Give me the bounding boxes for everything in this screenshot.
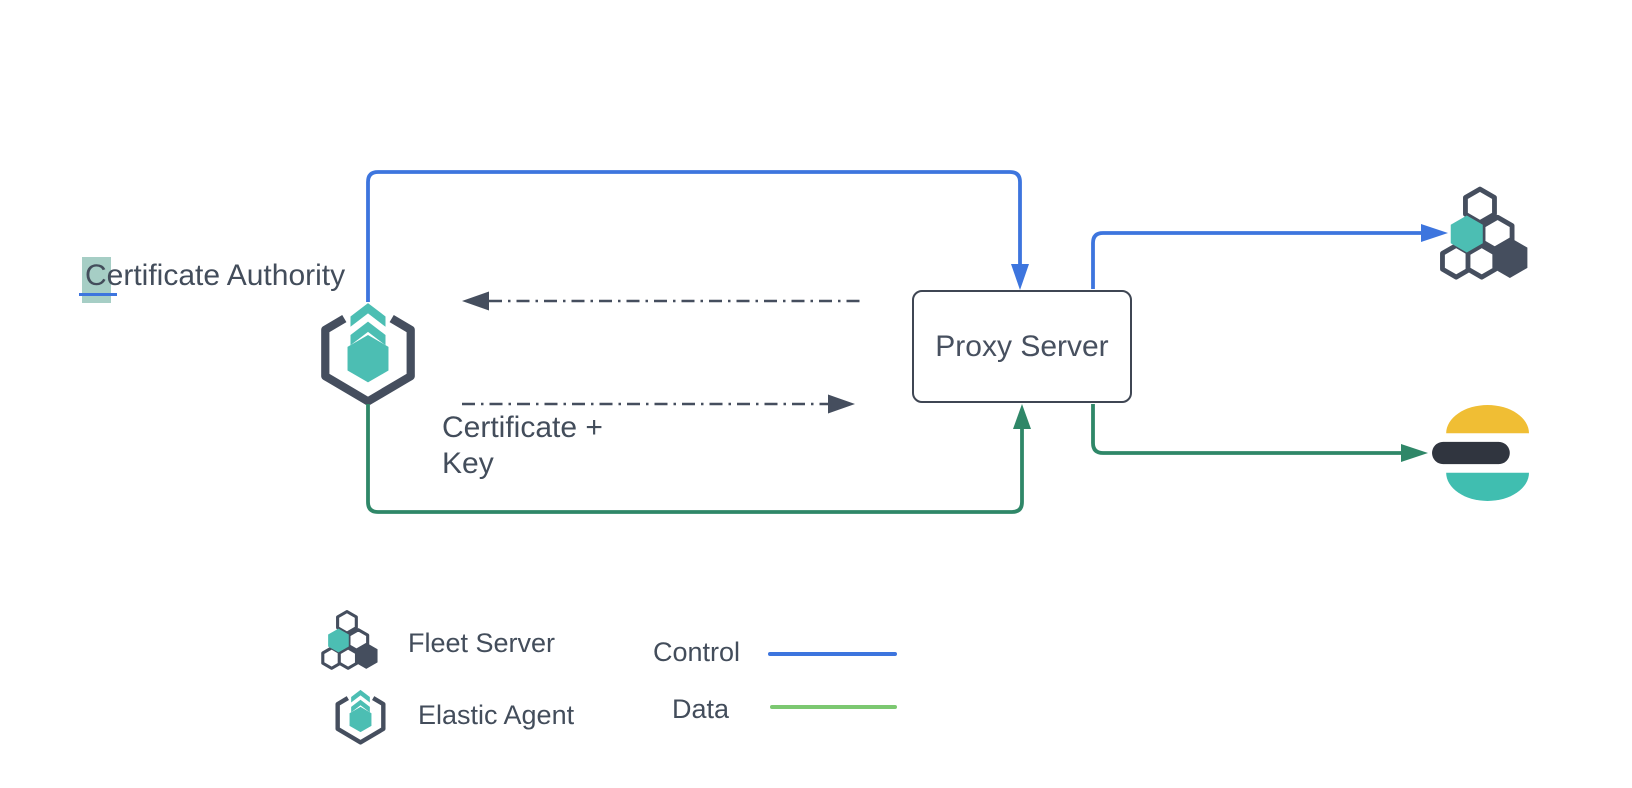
agent-chevron-bottom	[351, 699, 370, 713]
agent-chevron-top	[350, 303, 386, 327]
certificate-authority-label[interactable]: Certificate Authority	[79, 257, 346, 303]
elastic-agent-icon[interactable]	[316, 300, 420, 406]
fleet-hex-bottom-mid	[1465, 243, 1498, 280]
elasticsearch-icon[interactable]	[1429, 402, 1530, 504]
ca-label-rest: ertificate Authority	[106, 259, 346, 292]
data-connector-proxy-to-elasticsearch[interactable]	[1091, 404, 1402, 455]
certificate-key-label[interactable]: Certificate + Key	[442, 411, 603, 480]
legend-data-line-swatch	[770, 705, 897, 709]
agent-core-hexagon	[349, 706, 372, 733]
arrowhead-control-into-proxy	[1011, 264, 1029, 290]
control-connector-agent-to-proxy[interactable]	[366, 170, 1022, 302]
agent-core-hexagon	[347, 334, 389, 383]
agent-hexagon-brackets	[321, 314, 415, 406]
fleet-hex-dark	[1492, 237, 1528, 278]
agent-chevron-bottom	[350, 321, 386, 346]
proxy-server-node[interactable]: Proxy Server	[912, 290, 1132, 403]
legend-elastic-agent-label: Elastic Agent	[418, 700, 575, 730]
elasticsearch-bottom-segment	[1446, 472, 1529, 501]
elasticsearch-middle-bar	[1432, 441, 1510, 465]
text-cursor	[79, 293, 117, 296]
legend-data-label: Data	[672, 694, 730, 724]
agent-hexagon-brackets	[335, 696, 386, 745]
control-connector-proxy-to-fleet[interactable]	[1091, 231, 1422, 289]
legend-elastic-agent-icon[interactable]	[333, 688, 388, 745]
legend-control-label: Control	[653, 637, 741, 667]
agent-chevron-top	[351, 689, 370, 703]
fleet-hex-bottom-mid	[337, 646, 359, 670]
fleet-hex-teal	[328, 628, 349, 653]
arrowhead-dashed-right	[828, 394, 855, 414]
arrowhead-data-into-elasticsearch	[1401, 444, 1428, 462]
arrowhead-data-into-proxy	[1013, 404, 1031, 429]
fleet-hex-teal	[1450, 215, 1483, 253]
legend-control-line-swatch	[768, 652, 897, 656]
elasticsearch-top-segment	[1446, 405, 1529, 434]
fleet-hex-top	[336, 610, 358, 635]
fleet-hex-dark	[354, 642, 378, 669]
proxy-server-label: Proxy Server	[935, 329, 1109, 363]
fleet-server-icon[interactable]	[1440, 186, 1531, 280]
legend-fleet-server-icon[interactable]	[321, 610, 380, 670]
legend-fleet-server-label: Fleet Server	[408, 628, 556, 658]
fleet-hex-top	[1463, 186, 1497, 225]
arrowhead-dashed-left	[462, 291, 489, 311]
